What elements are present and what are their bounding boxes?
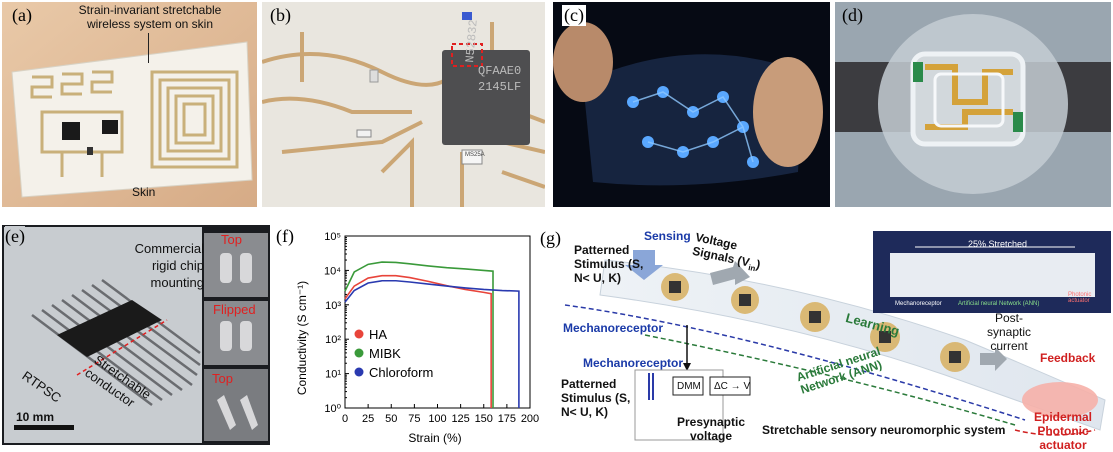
flexible-led-circuit-image xyxy=(553,2,830,207)
y-axis-label: Conductivity (S cm⁻¹) xyxy=(295,281,309,395)
chip-text-2: QFAAE0 xyxy=(478,64,522,78)
legend-marker-ha xyxy=(354,329,364,339)
post-synaptic-label: Post-synaptic current xyxy=(986,311,1032,353)
y-tick-label: 10³ xyxy=(325,300,341,312)
mechanoreceptor-label-2: Mechanoreceptor xyxy=(583,356,684,370)
top-label-2: Top xyxy=(212,371,233,386)
panel-a-photo xyxy=(2,2,257,207)
panel-c-photo xyxy=(553,2,830,207)
x-tick-label: 0 xyxy=(342,413,348,425)
neuromorphic-system-illustration xyxy=(564,231,1111,441)
series-line-mibk xyxy=(344,261,494,408)
x-tick-label: 175 xyxy=(498,413,516,425)
panel-a-label: (a) xyxy=(12,5,32,25)
legend-marker-chloroform xyxy=(354,367,364,377)
panel-d-photo xyxy=(835,2,1111,207)
scale-bar-label: 10 mm xyxy=(16,410,55,424)
epidermal-label: Epidermal Photonic actuator xyxy=(1033,410,1093,452)
panel-c-label: (c) xyxy=(562,5,586,26)
wireless-system-on-skin-image xyxy=(2,2,257,207)
panel-a-callout: Strain-invariant stretchable wireless sy… xyxy=(78,3,222,31)
legend-label-chloroform: Chloroform xyxy=(369,365,433,380)
panel-e-photo xyxy=(2,225,270,445)
panel-e-label: (e) xyxy=(5,226,25,247)
dmm-label: DMM xyxy=(677,381,701,392)
y-tick-label: 10² xyxy=(325,334,341,346)
delta-c-label: ΔC → V xyxy=(714,381,751,392)
y-tick-label: 10⁴ xyxy=(324,265,341,277)
series-line-ha xyxy=(344,274,492,408)
patterned-stimulus-label-2: Patterned Stimulus (S, N< U, K) xyxy=(561,377,631,419)
top-label-1: Top xyxy=(221,232,242,247)
plot-frame xyxy=(344,235,531,409)
x-tick-label: 200 xyxy=(521,413,539,425)
x-tick-label: 125 xyxy=(451,413,469,425)
mounting-label: Commercial rigid chip mounting xyxy=(134,241,204,290)
conductivity-strain-chart: Conductivity (S cm⁻¹) Strain (%) 0 25 50 75… xyxy=(295,231,539,445)
inset-photonic-label: Photonic actuator xyxy=(1068,292,1092,304)
y-tick-label: 10¹ xyxy=(325,369,341,381)
small-chip-text: MS25A xyxy=(465,152,485,158)
mechanoreceptor-label-1: Mechanoreceptor xyxy=(563,321,664,335)
panel-d-label: (d) xyxy=(842,5,863,25)
inset-ann-label: Artificial neural Network (ANN) xyxy=(958,301,1040,307)
legend-label-ha: HA xyxy=(369,327,387,342)
x-tick-label: 100 xyxy=(428,413,446,425)
callout-pointer xyxy=(148,33,149,63)
panel-f-label: (f) xyxy=(276,226,294,246)
panel-b-label: (b) xyxy=(270,5,291,25)
x-tick-label: 25 xyxy=(362,413,374,425)
system-label: Stretchable sensory neuromorphic system xyxy=(762,423,1006,437)
pcb-chip-image xyxy=(262,2,545,207)
legend-marker-mibk xyxy=(354,348,364,358)
flipped-label: Flipped xyxy=(213,302,256,317)
chip-text-3: 2145LF xyxy=(478,80,522,94)
rigid-chip-mounting-image xyxy=(2,225,270,445)
panel-g-diagram xyxy=(545,225,1113,447)
x-tick-label: 50 xyxy=(385,413,397,425)
panel-g-label: (g) xyxy=(540,228,561,248)
feedback-label: Feedback xyxy=(1040,351,1096,365)
x-tick-label: 150 xyxy=(475,413,493,425)
encapsulated-device-image xyxy=(835,2,1111,207)
x-axis-label: Strain (%) xyxy=(408,431,461,445)
sensing-label: Sensing xyxy=(644,229,691,243)
panel-b-photo xyxy=(262,2,545,207)
patterned-stimulus-label: Patterned Stimulus (S, N< U, K) xyxy=(574,243,644,285)
y-tick-label: 10⁵ xyxy=(324,231,341,243)
legend-label-mibk: MIBK xyxy=(369,346,401,361)
inset-mechanoreceptor-label: Mechanoreceptor xyxy=(895,301,942,307)
series-line-chloroform xyxy=(344,279,520,408)
x-tick-label: 75 xyxy=(408,413,420,425)
stretched-label: 25% Stretched xyxy=(968,239,1028,249)
presynaptic-label: Presynaptic voltage xyxy=(676,415,746,443)
skin-label: Skin xyxy=(132,185,156,199)
y-tick-label: 10⁰ xyxy=(324,403,341,415)
